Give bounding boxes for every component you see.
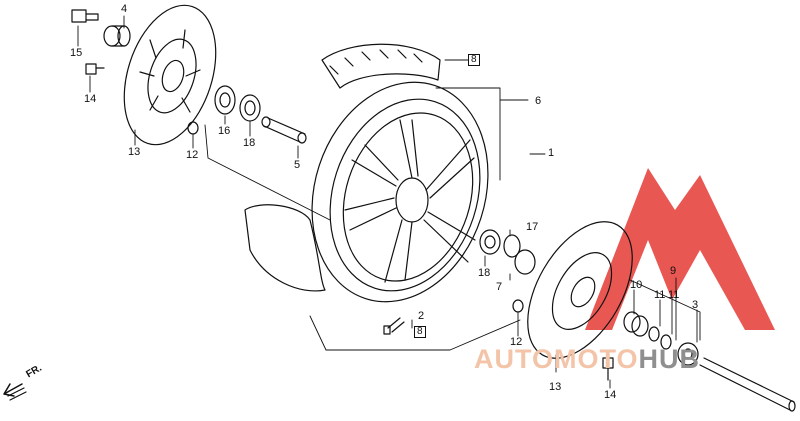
watermark-part-1: AUTOMOTO xyxy=(474,344,639,374)
callout-2: 2 xyxy=(418,310,425,322)
washer-11b xyxy=(660,334,672,350)
callout-11-b: 11 xyxy=(668,289,680,301)
callout-7: 7 xyxy=(496,281,503,293)
bearing-18-left xyxy=(239,94,261,122)
callout-5: 5 xyxy=(294,159,301,171)
wheel-rim xyxy=(311,81,489,303)
collar-4 xyxy=(103,25,131,47)
bolt-14-right xyxy=(602,357,614,381)
callout-13-left: 13 xyxy=(128,146,141,158)
callout-13-right: 13 xyxy=(549,381,562,393)
callout-9: 9 xyxy=(670,265,677,277)
callout-17: 17 xyxy=(526,221,539,233)
axle xyxy=(699,357,796,412)
callout-6: 6 xyxy=(535,95,542,107)
brake-disc-right xyxy=(527,221,633,359)
spacer-5 xyxy=(261,116,307,144)
leader-lines xyxy=(77,15,701,389)
seal-17 xyxy=(503,234,521,258)
callout-14-right: 14 xyxy=(604,389,617,401)
callout-18-right: 18 xyxy=(478,267,491,279)
callout-12-right: 12 xyxy=(510,336,523,348)
bearing-18-right xyxy=(479,229,501,255)
watermark-logo-text: AUTOMOTOHUB xyxy=(474,344,700,375)
callout-18-left: 18 xyxy=(243,137,256,149)
bearing-16 xyxy=(214,85,236,115)
front-direction-arrow xyxy=(3,383,27,401)
callout-12-left: 12 xyxy=(186,149,199,161)
callout-8-bottom: 8 xyxy=(414,326,426,338)
collar-10 xyxy=(623,311,649,337)
nut-12-left xyxy=(187,121,199,135)
callout-14-left: 14 xyxy=(84,93,97,105)
callout-16: 16 xyxy=(218,125,231,137)
washer-11a xyxy=(648,326,660,342)
callout-3: 3 xyxy=(692,299,699,311)
gear-7 xyxy=(514,249,536,275)
tire-lower xyxy=(244,204,326,292)
callout-15: 15 xyxy=(70,47,83,59)
watermark-logo-mark xyxy=(585,168,775,330)
watermark-part-2: HUB xyxy=(638,344,701,374)
gearbox-3 xyxy=(677,342,699,366)
bolt-14-left xyxy=(85,63,105,75)
brake-disc-left xyxy=(123,4,217,146)
callout-8-top: 8 xyxy=(468,54,480,66)
tire-tread-top xyxy=(321,43,441,89)
callout-10: 10 xyxy=(630,279,643,291)
callout-4: 4 xyxy=(121,3,128,15)
callout-11-a: 11 xyxy=(654,289,666,301)
nut-12-right xyxy=(512,299,524,313)
callout-1: 1 xyxy=(548,147,555,159)
valve-2 xyxy=(383,317,405,335)
disc-bolt-15 xyxy=(71,9,99,23)
